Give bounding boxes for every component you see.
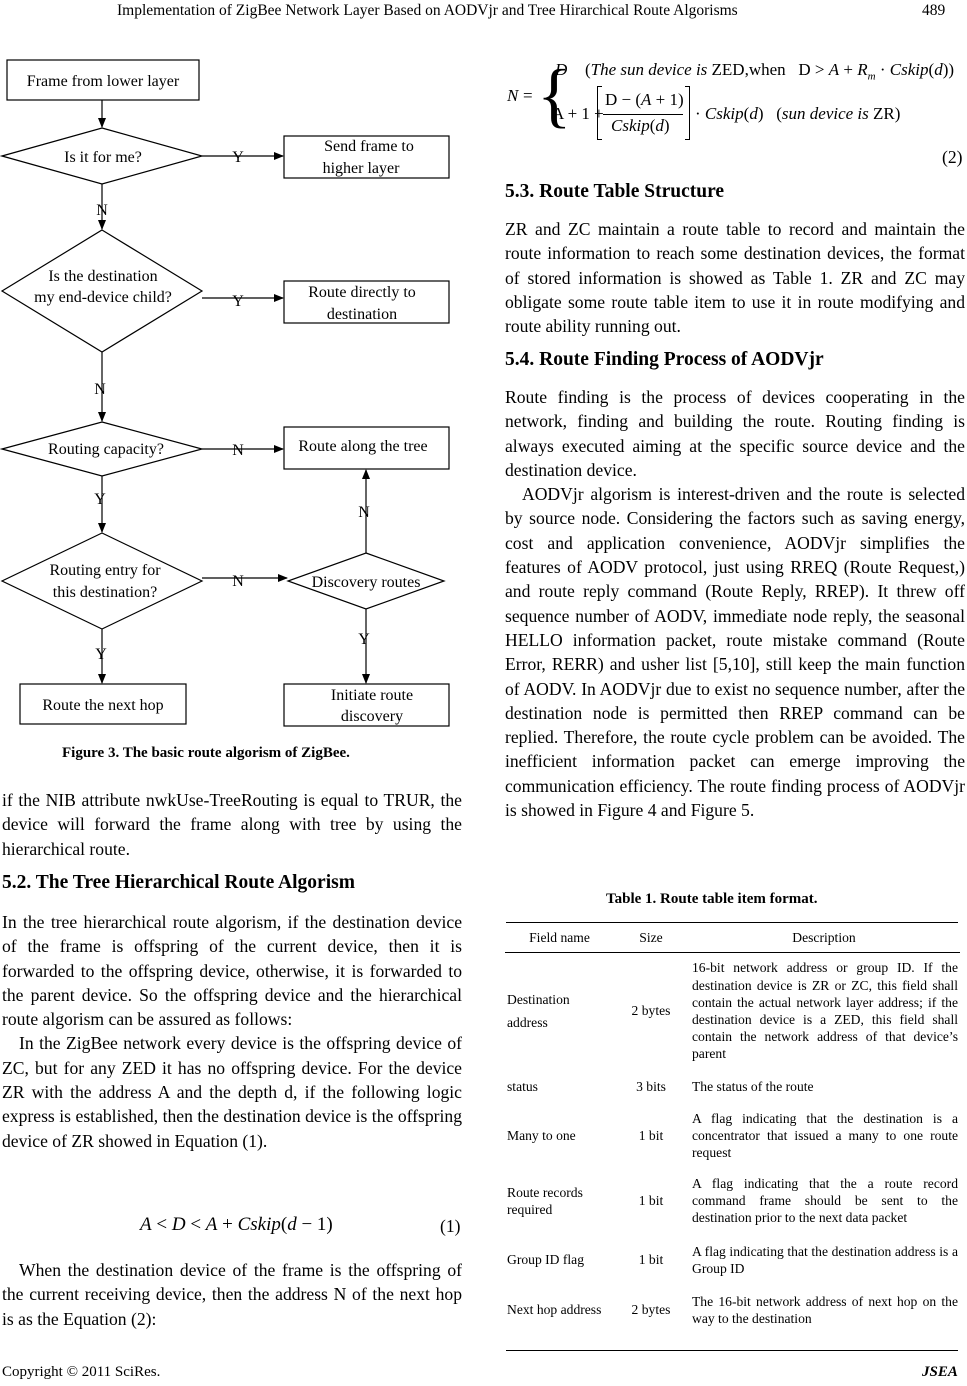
section-5-2-heading: 5.2. The Tree Hierarchical Route Algoris… bbox=[2, 872, 355, 893]
table-cell-size: 1 bit bbox=[638, 1128, 664, 1144]
label-send-frame-2: higher layer bbox=[323, 160, 401, 177]
table-row: status 3 bits The status of the route bbox=[505, 1069, 960, 1105]
label-frame-from-lower: Frame from lower layer bbox=[27, 73, 180, 90]
table-row: Group ID flag 1 bit A flag indicating th… bbox=[505, 1235, 960, 1285]
table-cell-desc: The status of the route bbox=[692, 1079, 814, 1095]
eq2-case2-A1: A + 1 + bbox=[552, 104, 604, 123]
table-cell-field: Destination address bbox=[507, 991, 570, 1030]
edge-label-capacity-no: N bbox=[232, 442, 244, 459]
table-cell-desc: A flag indicating that the destination a… bbox=[692, 1243, 958, 1276]
table-top-rule bbox=[506, 922, 958, 923]
label-discovery-routes: Discovery routes bbox=[312, 574, 421, 591]
paragraph-zigbee-offspring: In the ZigBee network every device is th… bbox=[2, 1033, 462, 1151]
label-route-next-hop: Route the next hop bbox=[42, 697, 163, 714]
table-cell-size: 1 bit bbox=[638, 1252, 664, 1268]
table-header-description: Description bbox=[688, 923, 960, 954]
table-cell-field: Route records required bbox=[507, 1184, 583, 1217]
label-is-it-for-me: Is it for me? bbox=[64, 149, 142, 166]
eq2-lhs: N bbox=[507, 86, 519, 105]
table-row: Next hop address 2 bytes The 16-bit netw… bbox=[505, 1285, 960, 1335]
table-cell-desc: A flag indicating that the a route recor… bbox=[692, 1175, 958, 1226]
node-initiate-route-discovery bbox=[283, 683, 450, 727]
equation-1-number: (1) bbox=[440, 1216, 461, 1236]
table-cell-size: 3 bits bbox=[636, 1079, 666, 1095]
edge-label-child-no: N bbox=[94, 381, 106, 398]
edge-label-discovery-no: N bbox=[358, 504, 370, 521]
table-row: Route records required 1 bit A flag indi… bbox=[505, 1167, 960, 1235]
label-route-direct-2: destination bbox=[327, 306, 397, 323]
section-5-2-body: In the tree hierarchical route algorism,… bbox=[2, 910, 462, 1153]
table-header-row: Field name Size Description bbox=[505, 923, 960, 954]
eq2-case2-text: sun device is bbox=[781, 104, 869, 123]
page-number: 489 bbox=[922, 2, 946, 19]
equation-2-number: (2) bbox=[942, 147, 963, 167]
node-route-next-hop bbox=[19, 683, 187, 725]
label-initiate-1: Initiate route bbox=[331, 687, 413, 704]
running-header-title: Implementation of ZigBee Network Layer B… bbox=[117, 2, 738, 19]
equation-2: N = { D (The sun device is ZED,when D > … bbox=[505, 46, 965, 156]
edge-label-entry-no: N bbox=[232, 573, 244, 590]
table-row: Many to one 1 bit A flag indicating that… bbox=[505, 1105, 960, 1167]
node-route-along-tree bbox=[283, 426, 450, 470]
eq2-case1-D: D bbox=[555, 60, 568, 79]
table-header-size: Size bbox=[614, 923, 688, 954]
table-1-caption: Table 1. Route table item format. bbox=[606, 891, 818, 907]
table-cell-size: 2 bytes bbox=[631, 1003, 671, 1019]
paragraph-next-hop-address: When the destination device of the frame… bbox=[2, 1260, 462, 1329]
table-cell-desc: A flag indicating that the destination i… bbox=[692, 1110, 958, 1161]
table-cell-desc: The 16-bit network address of next hop o… bbox=[692, 1293, 958, 1326]
paragraph-route-table-structure: ZR and ZC maintain a route table to reco… bbox=[505, 219, 965, 337]
section-5-4-heading: 5.4. Route Finding Process of AODVjr bbox=[505, 349, 824, 370]
decision-routing-entry bbox=[0, 532, 204, 630]
edge-label-capacity-yes: Y bbox=[94, 491, 106, 508]
eq2-case1-text: The sun device is bbox=[590, 60, 708, 79]
figure-3-caption: Figure 3. The basic route algorism of Zi… bbox=[62, 745, 350, 761]
label-is-child-2: my end-device child? bbox=[34, 289, 172, 306]
section-5-3-heading: 5.3. Route Table Structure bbox=[505, 181, 725, 202]
label-routing-entry-2: this destination? bbox=[53, 584, 157, 601]
label-is-child-1: Is the destination bbox=[48, 268, 157, 285]
edge-label-forme-no: N bbox=[96, 202, 108, 219]
eq2-when: when bbox=[748, 60, 786, 79]
label-routing-entry-1: Routing entry for bbox=[49, 562, 161, 579]
footer-journal: JSEA bbox=[922, 1364, 958, 1380]
equation-1: A < D < A + Cskip(d − 1) bbox=[140, 1214, 333, 1235]
label-initiate-2: discovery bbox=[341, 708, 403, 725]
table-cell-size: 2 bytes bbox=[631, 1302, 671, 1318]
paragraph-tree-routing-continuation: if the NIB attribute nwkUse-TreeRouting … bbox=[2, 790, 462, 859]
table-cell-size: 1 bit bbox=[638, 1193, 664, 1209]
eq2-zed: ZED bbox=[711, 60, 745, 79]
edge-label-forme-yes: Y bbox=[232, 149, 244, 166]
route-table: Field name Size Description Destination … bbox=[505, 923, 960, 1335]
eq2-zr: ZR bbox=[873, 104, 895, 123]
table-cell-field: Next hop address bbox=[507, 1302, 602, 1318]
label-route-along-tree: Route along the tree bbox=[298, 438, 427, 455]
paragraph-aodvjr: AODVjr algorism is interest-driven and t… bbox=[505, 484, 965, 821]
section-5-4-body: Route finding is the process of devices … bbox=[505, 385, 965, 822]
table-bottom-rule bbox=[506, 1350, 958, 1351]
table-cell-field: Group ID flag bbox=[507, 1252, 585, 1268]
node-frame-from-lower-layer bbox=[6, 59, 200, 101]
edge-label-entry-yes: Y bbox=[95, 646, 107, 663]
table-cell-desc: 16-bit network address or group ID. If t… bbox=[692, 960, 958, 1062]
edge-label-child-yes: Y bbox=[232, 293, 244, 310]
node-send-frame-higher bbox=[283, 135, 450, 179]
node-route-directly bbox=[283, 280, 450, 324]
table-header-field: Field name bbox=[505, 923, 614, 954]
paragraph-route-finding: Route finding is the process of devices … bbox=[505, 387, 965, 480]
edge-label-discovery-yes: Y bbox=[358, 631, 370, 648]
label-routing-capacity: Routing capacity? bbox=[48, 441, 164, 458]
left-col-continuation: if the NIB attribute nwkUse-TreeRouting … bbox=[2, 788, 462, 861]
table-row: Destination address 2 bytes 16-bit netwo… bbox=[505, 953, 960, 1069]
figure-3-flowchart: Frame from lower layer Is it for me? Sen… bbox=[0, 59, 450, 727]
footer-copyright: Copyright © 2011 SciRes. bbox=[2, 1364, 161, 1380]
table-cell-field: Many to one bbox=[507, 1128, 576, 1144]
label-send-frame-1: Send frame to bbox=[324, 138, 414, 155]
label-route-direct-1: Route directly to bbox=[308, 284, 416, 301]
paragraph-tree-algorism: In the tree hierarchical route algorism,… bbox=[2, 912, 462, 1030]
table-cell-field: status bbox=[507, 1079, 538, 1095]
